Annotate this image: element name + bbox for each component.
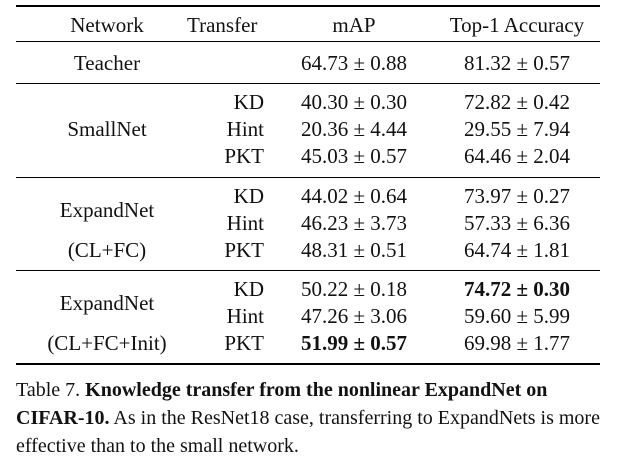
table-cell-transfer: Hint — [226, 117, 264, 141]
expandnet-clfc-init-network-sub: (CL+FC+Init) — [47, 331, 167, 355]
header-map: mAP — [332, 13, 376, 37]
table-cell-map-best: 51.99 ± 0.57 — [300, 331, 408, 355]
table-cell-transfer: KD — [233, 90, 264, 114]
table-cell-transfer: KD — [233, 184, 264, 208]
table-top-rule — [16, 5, 600, 7]
table-bottom-rule — [16, 363, 600, 365]
teacher-map: 64.73 ± 0.88 — [300, 51, 408, 75]
table-cell-accuracy: 29.55 ± 7.94 — [463, 117, 571, 141]
caption-text: As in the ResNet18 case, transferring to… — [16, 407, 600, 457]
table-cell-accuracy: 73.97 ± 0.27 — [463, 184, 571, 208]
group-rule — [16, 83, 600, 84]
table-cell-transfer: KD — [233, 277, 264, 301]
table-cell-accuracy: 69.98 ± 1.77 — [463, 331, 571, 355]
header-transfer: Transfer — [187, 13, 258, 37]
table-cell-map: 45.03 ± 0.57 — [300, 144, 408, 168]
table-cell-map: 48.31 ± 0.51 — [300, 238, 408, 262]
caption-label: Table 7. — [16, 379, 81, 401]
header-top1-accuracy: Top-1 Accuracy — [449, 13, 585, 37]
table-cell-transfer: Hint — [226, 211, 264, 235]
table-cell-map: 44.02 ± 0.64 — [300, 184, 408, 208]
table-cell-accuracy: 59.60 ± 5.99 — [463, 304, 571, 328]
table-cell-transfer: PKT — [224, 331, 264, 355]
table-cell-accuracy: 72.82 ± 0.42 — [463, 90, 571, 114]
table-cell-accuracy: 57.33 ± 6.36 — [463, 211, 571, 235]
group-rule — [16, 270, 600, 271]
table-cell-accuracy-best: 74.72 ± 0.30 — [463, 277, 571, 301]
expandnet-clfc-network-label: ExpandNet — [59, 198, 155, 222]
caption-title: Knowledge transfer from the nonlinear Ex… — [16, 379, 548, 429]
header-rule — [16, 41, 600, 42]
table-cell-map: 47.26 ± 3.06 — [300, 304, 408, 328]
expandnet-clfc-network-sub: (CL+FC) — [67, 238, 147, 262]
table-cell-accuracy: 64.46 ± 2.04 — [463, 144, 571, 168]
header-network: Network — [70, 13, 144, 37]
table-cell-map: 20.36 ± 4.44 — [300, 117, 408, 141]
table-cell-transfer: Hint — [226, 304, 264, 328]
table-cell-transfer: PKT — [224, 238, 264, 262]
table-cell-map: 40.30 ± 0.30 — [300, 90, 408, 114]
table-cell-transfer: PKT — [224, 144, 264, 168]
group-rule — [16, 177, 600, 178]
teacher-accuracy: 81.32 ± 0.57 — [463, 51, 571, 75]
teacher-network-label: Teacher — [73, 51, 141, 75]
expandnet-clfc-init-network-label: ExpandNet — [59, 291, 155, 315]
table-cell-map: 46.23 ± 3.73 — [300, 211, 408, 235]
table-cell-map: 50.22 ± 0.18 — [300, 277, 408, 301]
table-cell-accuracy: 64.74 ± 1.81 — [463, 238, 571, 262]
table-caption: Table 7. Knowledge transfer from the non… — [16, 376, 606, 460]
smallnet-network-label: SmallNet — [67, 117, 147, 141]
